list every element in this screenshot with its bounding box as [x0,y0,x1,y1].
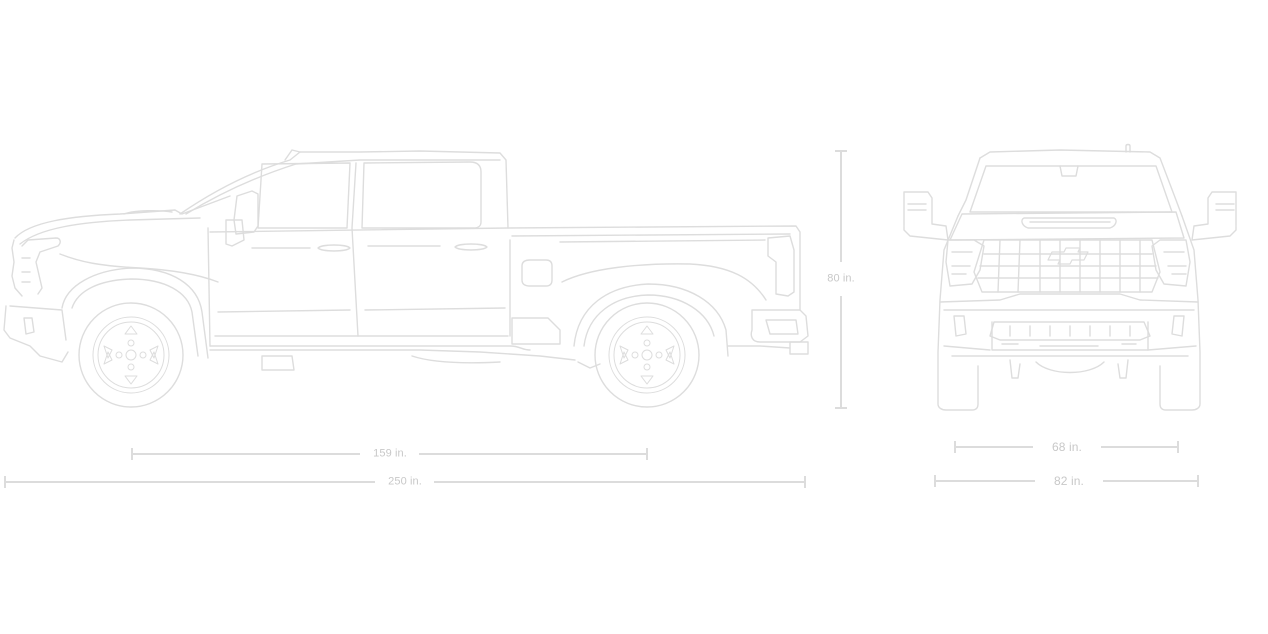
truck-side-view [3,149,809,408]
wheelbase-label: 159 in. [373,447,407,460]
overall-width-dimension-line [934,475,1199,487]
overall-height-label: 80 in. [827,272,855,285]
overall-length-label: 250 in. [388,475,422,488]
overall-length-dimension-line [4,476,806,488]
dimension-lines [4,150,1199,488]
truck-front-view [903,143,1237,411]
track-width-label: 68 in. [1052,440,1082,454]
track-width-dimension-line [954,441,1179,453]
wheelbase-dimension-line [131,448,648,460]
overall-width-label: 82 in. [1054,474,1084,488]
overall-height-dimension-line [835,150,847,409]
